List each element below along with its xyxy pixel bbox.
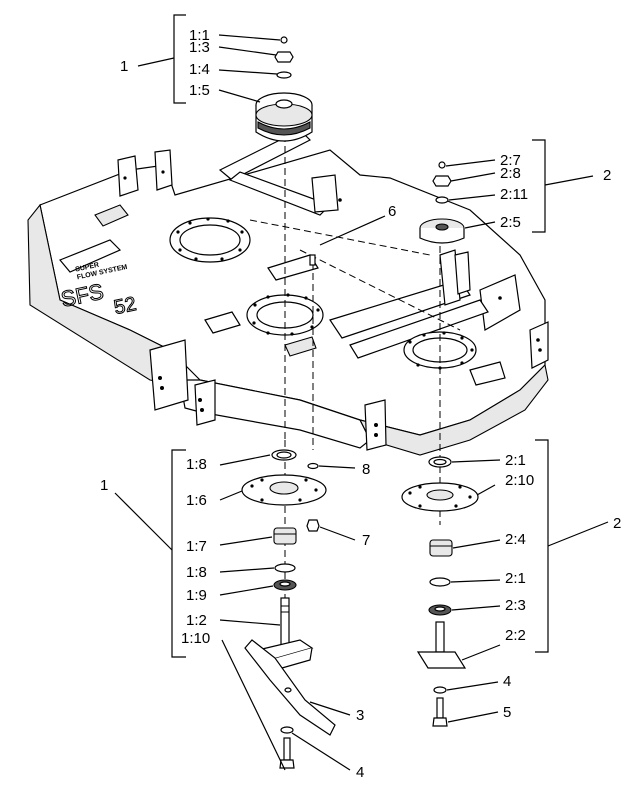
- callout-labels: 1 1:1 1:3 1:4 1:5 2 2:7 2:8 2:11 2:5 6 1…: [100, 27, 621, 781]
- label-3: 3: [356, 707, 364, 724]
- label-1-8b: 1:8: [186, 564, 207, 581]
- right-pulley-stack: [419, 161, 465, 244]
- model-number: 52: [112, 293, 138, 319]
- label-1-10: 1:10: [181, 630, 210, 647]
- label-1-1: 1:1: [189, 27, 210, 44]
- label-1-7: 1:7: [186, 538, 207, 555]
- label-5: 5: [503, 704, 511, 721]
- label-2-3: 2:3: [505, 597, 526, 614]
- left-spindle-assembly: [241, 254, 336, 769]
- callout-leaders: [114, 14, 609, 771]
- label-top-right-2: 2: [603, 167, 611, 184]
- label-4-left: 4: [356, 764, 364, 781]
- label-1-3: 1:3: [189, 39, 210, 56]
- label-8: 8: [362, 461, 370, 478]
- label-2-1b: 2:1: [505, 570, 526, 587]
- label-2-1a: 2:1: [505, 452, 526, 469]
- label-top-left-1: 1: [120, 58, 128, 75]
- label-2-11: 2:11: [500, 186, 528, 203]
- brand-line1: SUPER: [75, 262, 100, 274]
- assembly-centerlines: [249, 135, 461, 600]
- left-pulley-stack: [255, 36, 313, 142]
- label-2-10: 2:10: [505, 472, 534, 489]
- label-2-5: 2:5: [500, 214, 521, 231]
- mower-deck: SUPER FLOW SYSTEM SFS 52: [27, 129, 549, 456]
- label-bottom-right-2: 2: [613, 515, 621, 532]
- label-bottom-left-1: 1: [100, 477, 108, 494]
- label-1-4: 1:4: [189, 61, 210, 78]
- label-2-7: 2:7: [500, 152, 521, 169]
- label-1-6: 1:6: [186, 492, 207, 509]
- label-2-2: 2:2: [505, 627, 526, 644]
- label-1-8a: 1:8: [186, 456, 207, 473]
- label-1-5: 1:5: [189, 82, 210, 99]
- label-2-4: 2:4: [505, 531, 526, 548]
- label-7: 7: [362, 532, 370, 549]
- label-6: 6: [388, 203, 396, 220]
- label-1-2: 1:2: [186, 612, 207, 629]
- right-spindle-assembly: [401, 456, 479, 727]
- label-2-8: 2:8: [500, 165, 521, 182]
- label-4-right: 4: [503, 673, 511, 690]
- label-1-9: 1:9: [186, 587, 207, 604]
